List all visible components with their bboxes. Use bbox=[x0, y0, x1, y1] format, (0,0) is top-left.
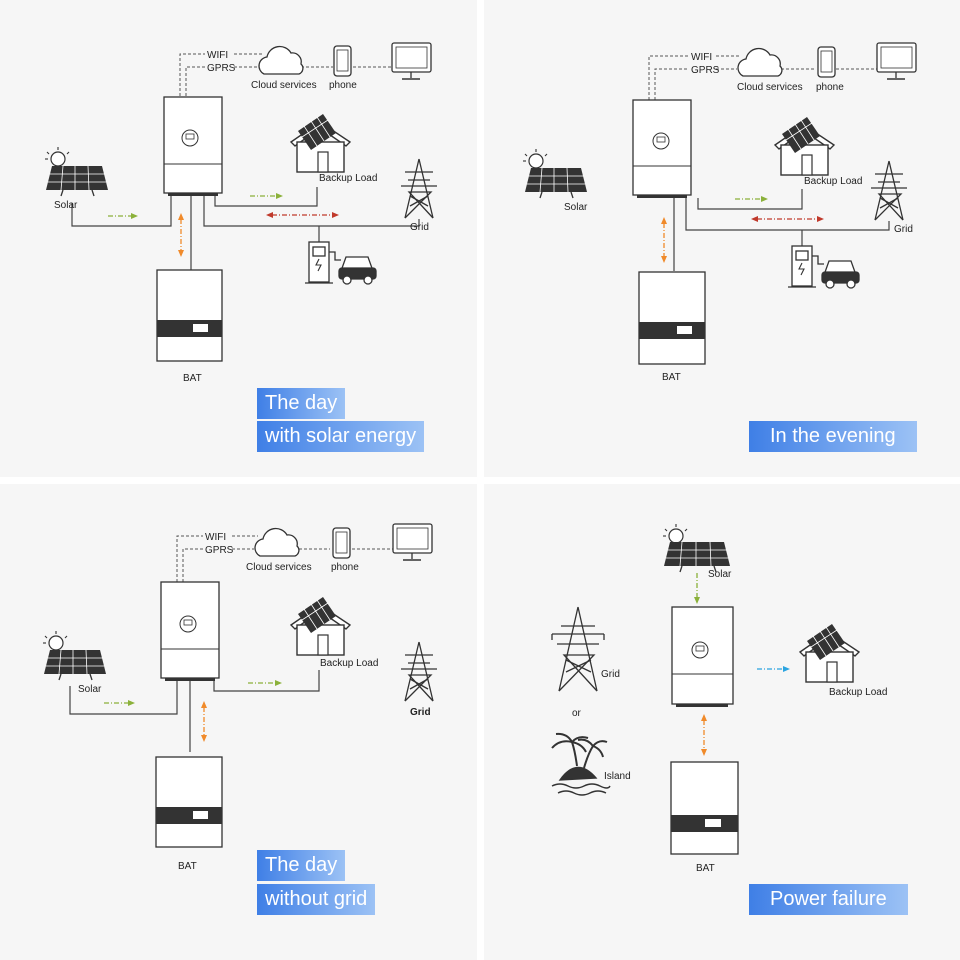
solar-label: Solar bbox=[54, 200, 78, 211]
battery-icon bbox=[670, 761, 739, 855]
house-icon bbox=[289, 597, 352, 656]
cloud-label: Cloud services bbox=[737, 82, 803, 93]
battery-icon bbox=[156, 269, 223, 362]
panel-day-without-grid: WIFI GPRS Cloud services phone bbox=[0, 484, 477, 960]
caption-line-1: The day bbox=[257, 850, 346, 881]
solar-label: Solar bbox=[78, 684, 102, 695]
cloud-label: Cloud services bbox=[251, 80, 317, 91]
grid-label: Grid bbox=[894, 224, 913, 235]
island-icon bbox=[551, 732, 611, 796]
grid-flow-arrow bbox=[751, 216, 824, 222]
solar-flow-arrow bbox=[694, 573, 700, 604]
phone-label: phone bbox=[816, 82, 844, 93]
solar-flow-arrow bbox=[108, 213, 138, 219]
phone-icon bbox=[332, 527, 351, 559]
caption-line-1: Power failure bbox=[749, 884, 908, 915]
cloud-icon bbox=[254, 527, 300, 557]
caption-line-1: The day bbox=[257, 388, 346, 419]
inverter-icon bbox=[671, 606, 734, 707]
diagram-evening: WIFI GPRS Cloud services phone bbox=[523, 42, 917, 383]
load-flow-arrow bbox=[248, 680, 282, 686]
solar-panel-icon bbox=[43, 631, 106, 681]
wifi-label: WIFI bbox=[205, 532, 226, 543]
solar-label: Solar bbox=[564, 202, 588, 213]
backup-load-label: Backup Load bbox=[319, 173, 377, 184]
monitor-icon bbox=[391, 42, 432, 80]
inverter-icon bbox=[632, 99, 692, 198]
battery-flow-arrow bbox=[178, 213, 184, 257]
gprs-label: GPRS bbox=[207, 63, 236, 74]
backup-load-label: Backup Load bbox=[804, 176, 862, 187]
diagram-power-failure: Solar Backup Load bbox=[551, 524, 887, 874]
inverter-icon bbox=[160, 581, 220, 681]
house-icon bbox=[773, 117, 836, 176]
caption-line-2: with solar energy bbox=[257, 421, 425, 452]
cloud-icon bbox=[258, 45, 304, 75]
monitor-icon bbox=[392, 523, 433, 561]
car-icon bbox=[338, 256, 377, 285]
cloud-icon bbox=[737, 47, 783, 77]
wifi-label: WIFI bbox=[207, 50, 228, 61]
phone-icon bbox=[333, 45, 352, 77]
wifi-label: WIFI bbox=[691, 52, 712, 63]
car-icon bbox=[821, 260, 860, 289]
solar-flow-arrow bbox=[104, 700, 135, 706]
island-label: Island bbox=[604, 771, 631, 782]
panel-evening: WIFI GPRS Cloud services phone bbox=[484, 0, 960, 477]
bat-label: BAT bbox=[178, 861, 197, 872]
battery-icon bbox=[155, 756, 223, 848]
caption-line-2: without grid bbox=[257, 884, 376, 915]
load-flow-arrow bbox=[757, 666, 790, 672]
bat-label: BAT bbox=[696, 863, 715, 874]
phone-icon bbox=[817, 46, 836, 78]
grid-pylon-icon bbox=[871, 160, 907, 221]
load-flow-arrow bbox=[735, 196, 768, 202]
cloud-label: Cloud services bbox=[246, 562, 312, 573]
solar-panel-icon bbox=[663, 524, 730, 573]
panel-power-failure: Solar Backup Load bbox=[484, 484, 960, 960]
battery-icon bbox=[638, 271, 706, 365]
or-label: or bbox=[572, 708, 582, 719]
grid-label: Grid bbox=[410, 707, 431, 718]
grid-pylon-icon bbox=[551, 606, 605, 692]
load-flow-arrow bbox=[250, 193, 283, 199]
grid-pylon-icon bbox=[401, 158, 437, 219]
monitor-icon bbox=[876, 42, 917, 80]
backup-load-label: Backup Load bbox=[320, 658, 378, 669]
phone-label: phone bbox=[331, 562, 359, 573]
grid-pylon-icon bbox=[401, 641, 437, 702]
ev-charger-icon bbox=[305, 241, 341, 284]
phone-label: phone bbox=[329, 80, 357, 91]
bat-label: BAT bbox=[662, 372, 681, 383]
backup-load-label: Backup Load bbox=[829, 687, 887, 698]
bat-label: BAT bbox=[183, 373, 202, 384]
inverter-icon bbox=[163, 96, 223, 196]
caption-line-1: In the evening bbox=[749, 421, 917, 452]
house-icon bbox=[289, 114, 352, 173]
grid-label: Grid bbox=[601, 669, 620, 680]
solar-panel-icon bbox=[523, 149, 587, 199]
panel-day-with-solar: WIFI GPRS Cloud services phone bbox=[0, 0, 477, 477]
gprs-label: GPRS bbox=[205, 545, 234, 556]
grid-flow-arrow bbox=[266, 212, 339, 218]
diagram-day-with-solar: WIFI GPRS Cloud services phone bbox=[45, 42, 437, 384]
battery-flow-arrow bbox=[201, 701, 207, 742]
battery-flow-arrow bbox=[661, 217, 667, 263]
grid-label: Grid bbox=[410, 222, 429, 233]
ev-charger-icon bbox=[788, 245, 824, 288]
solar-panel-icon bbox=[45, 147, 108, 197]
house-icon bbox=[798, 624, 861, 683]
solar-label: Solar bbox=[708, 569, 732, 580]
diagram-day-without-grid: WIFI GPRS Cloud services phone bbox=[43, 523, 437, 872]
battery-flow-arrow bbox=[701, 714, 707, 756]
gprs-label: GPRS bbox=[691, 65, 720, 76]
